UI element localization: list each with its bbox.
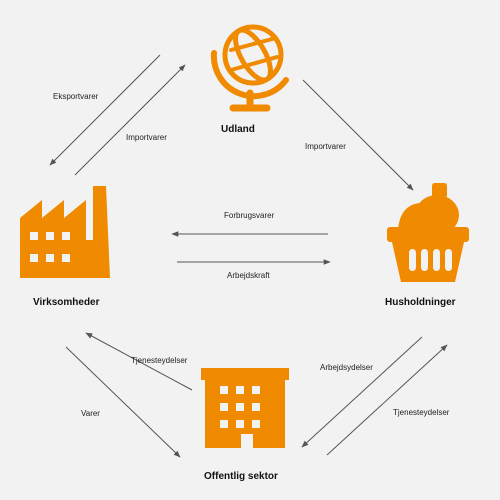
factory-icon — [20, 186, 110, 278]
edge-label-arbejdskraft: Arbejdskraft — [227, 271, 270, 280]
edge-label-forbrugsvarer: Forbrugsvarer — [224, 211, 275, 220]
node-label-husholdninger: Husholdninger — [385, 297, 456, 308]
office-building-icon — [201, 368, 289, 448]
globe-icon — [210, 24, 289, 112]
arrow-eksportvarer — [49, 54, 161, 166]
node-label-offentlig-sektor: Offentlig sektor — [204, 471, 278, 482]
arrow-tjenesteydelser-left — [85, 332, 193, 391]
edge-label-eksportvarer: Eksportvarer — [53, 92, 99, 101]
arrow-arbejdsydelser — [301, 336, 423, 448]
arrow-tjenesteydelser-right — [326, 344, 448, 456]
arrow-varer — [65, 346, 181, 458]
edge-label-importvarer-left: Importvarer — [126, 133, 167, 142]
arrows — [49, 54, 448, 458]
edge-label-varer: Varer — [81, 409, 100, 418]
arrow-importvarer-right — [302, 79, 414, 191]
edge-label-tjenesteydelser-right: Tjenesteydelser — [393, 408, 450, 417]
node-label-virksomheder: Virksomheder — [33, 297, 100, 308]
shopping-basket-icon — [387, 183, 469, 282]
edge-label-arbejdsydelser: Arbejdsydelser — [320, 363, 373, 372]
arrow-importvarer-left — [74, 64, 186, 176]
edge-label-importvarer-right: Importvarer — [305, 142, 346, 151]
edge-label-tjenesteydelser-left: Tjenesteydelser — [131, 356, 188, 365]
node-label-udland: Udland — [221, 124, 255, 135]
